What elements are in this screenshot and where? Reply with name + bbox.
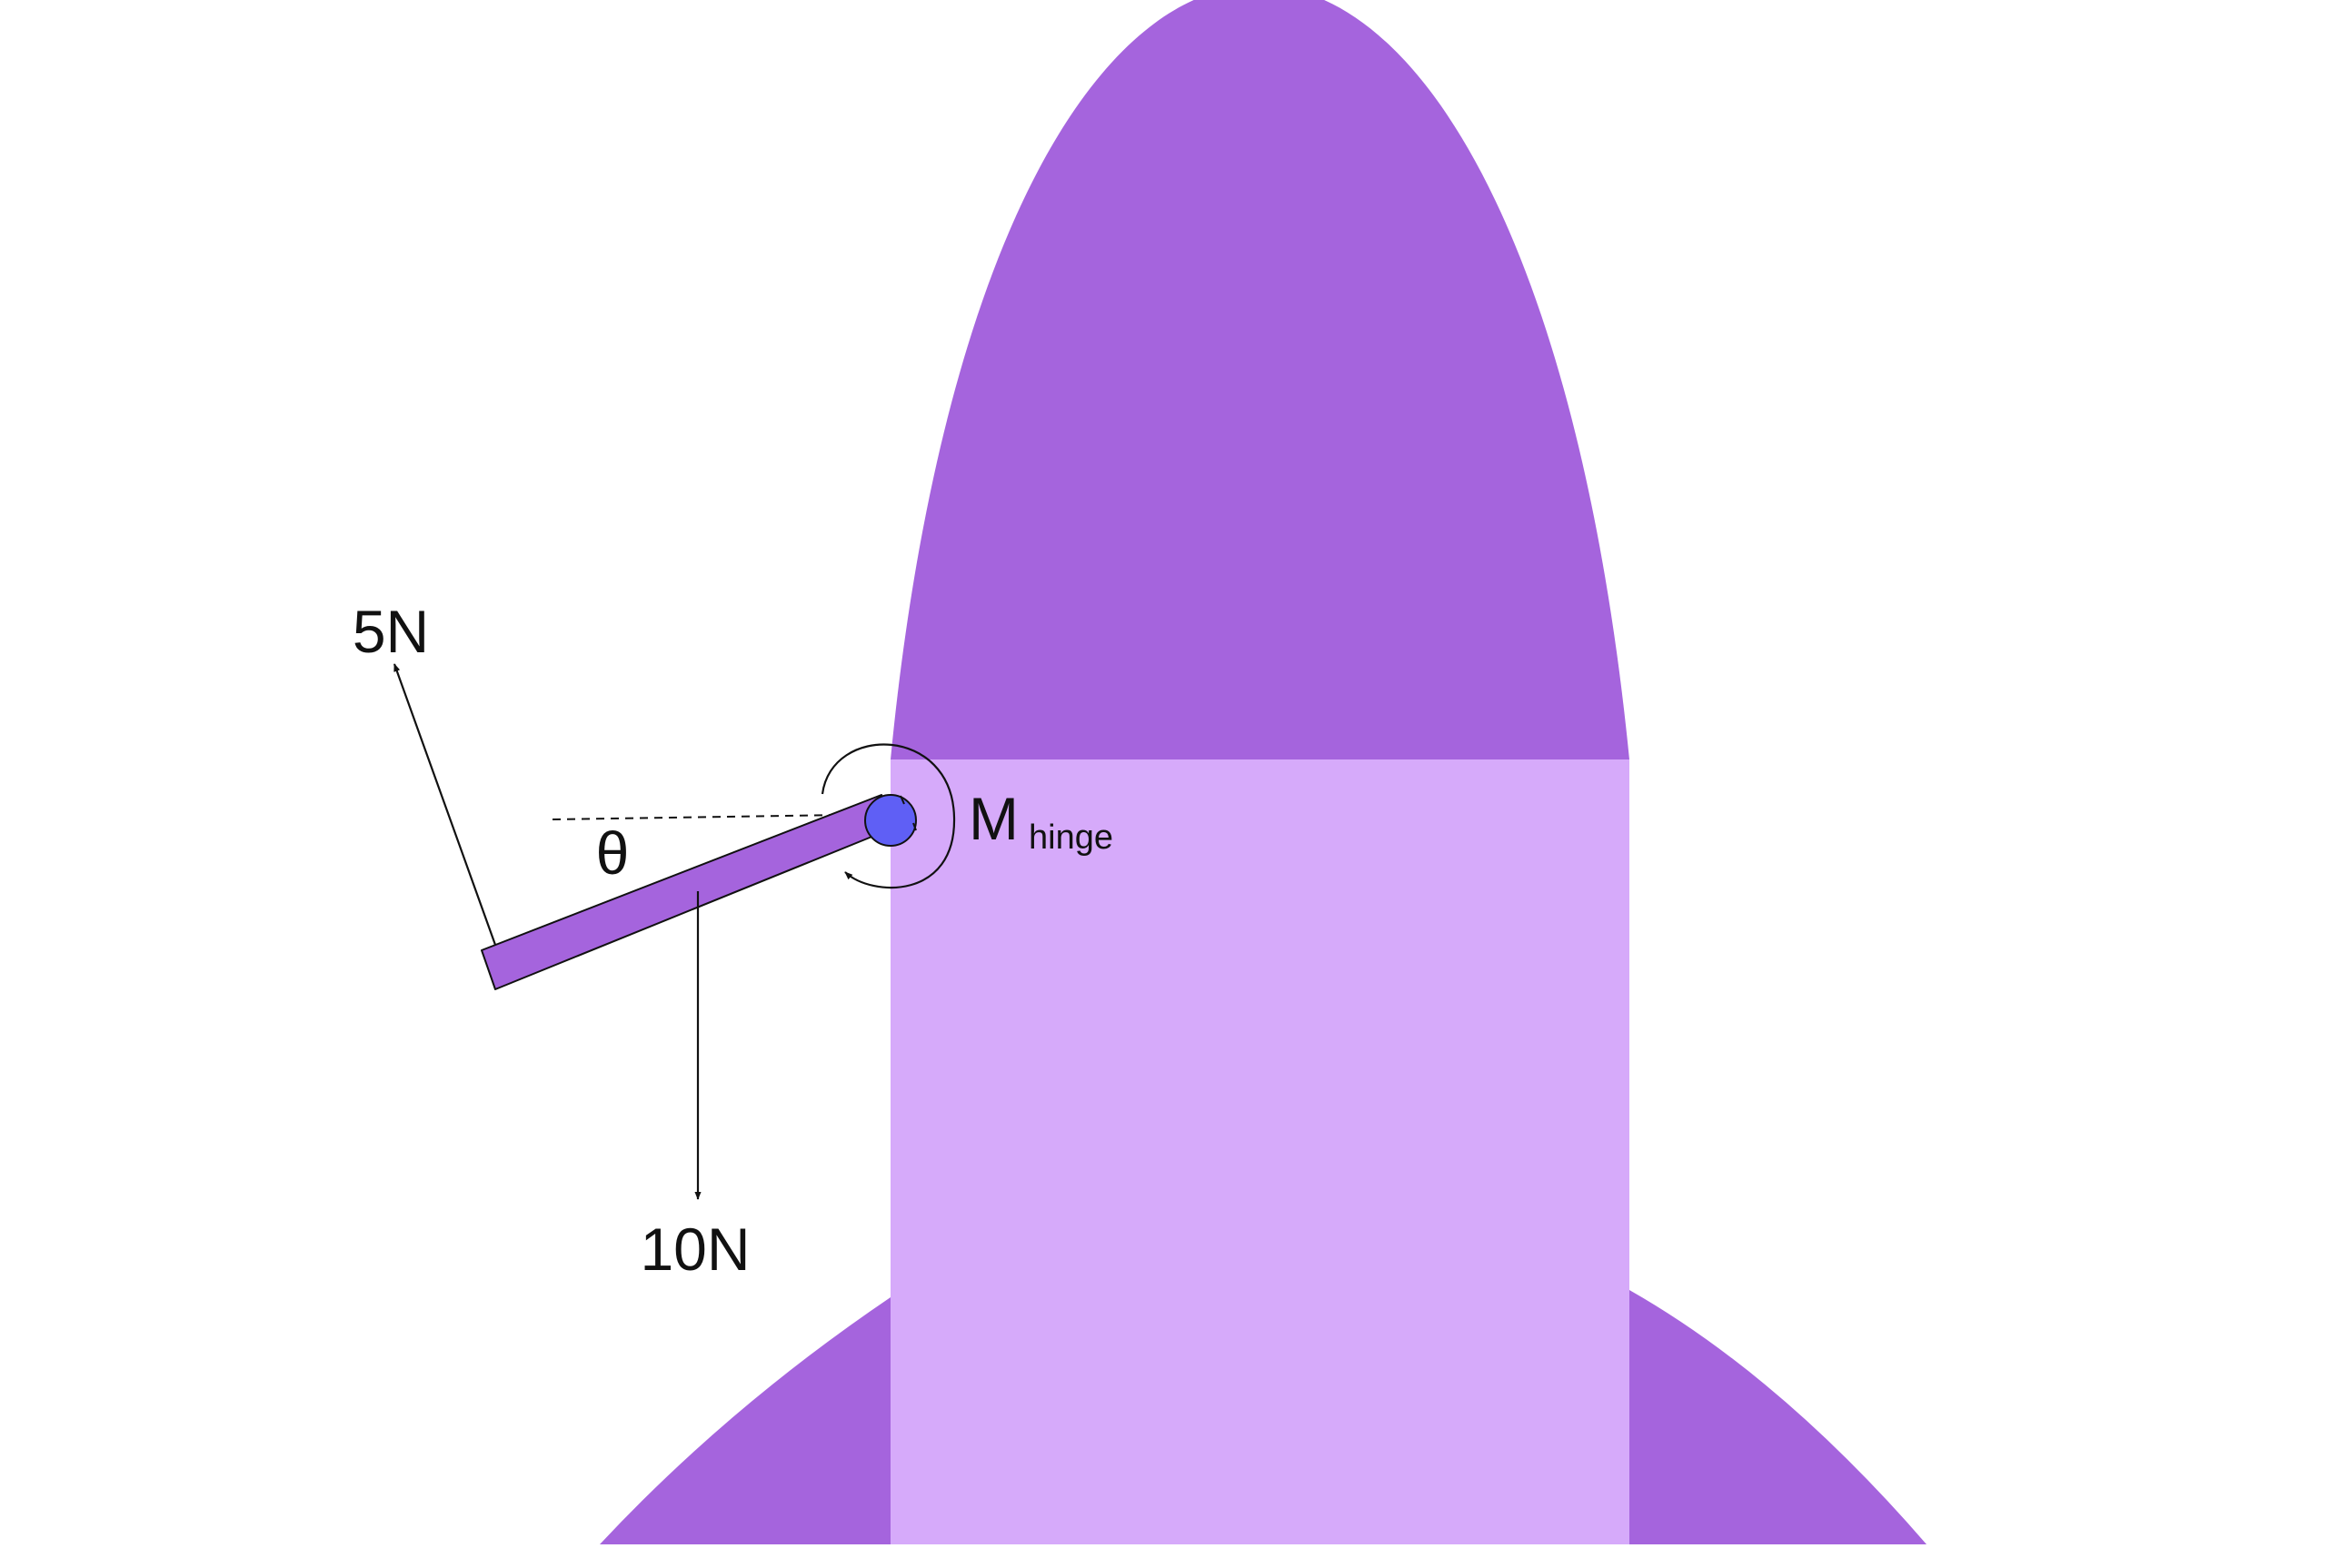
force-label-5n: 5N <box>353 598 429 665</box>
moment-label-subscript: hinge <box>1029 819 1113 857</box>
moment-label: M <box>969 785 1019 852</box>
force-arrow-5n <box>393 663 497 946</box>
beam <box>481 794 895 990</box>
pillar-body <box>891 759 1629 1544</box>
moment-arrow <box>821 743 956 888</box>
left-base-shoulder <box>600 1297 891 1544</box>
angle-label: θ <box>596 819 630 887</box>
force-label-10n: 10N <box>640 1216 750 1283</box>
right-base-shoulder <box>1629 1290 1927 1544</box>
hinge-pin-tick-lower <box>912 822 917 831</box>
hinge-pin <box>864 794 917 847</box>
dome-top <box>891 0 1629 759</box>
hinge-pin-tick <box>900 795 905 805</box>
